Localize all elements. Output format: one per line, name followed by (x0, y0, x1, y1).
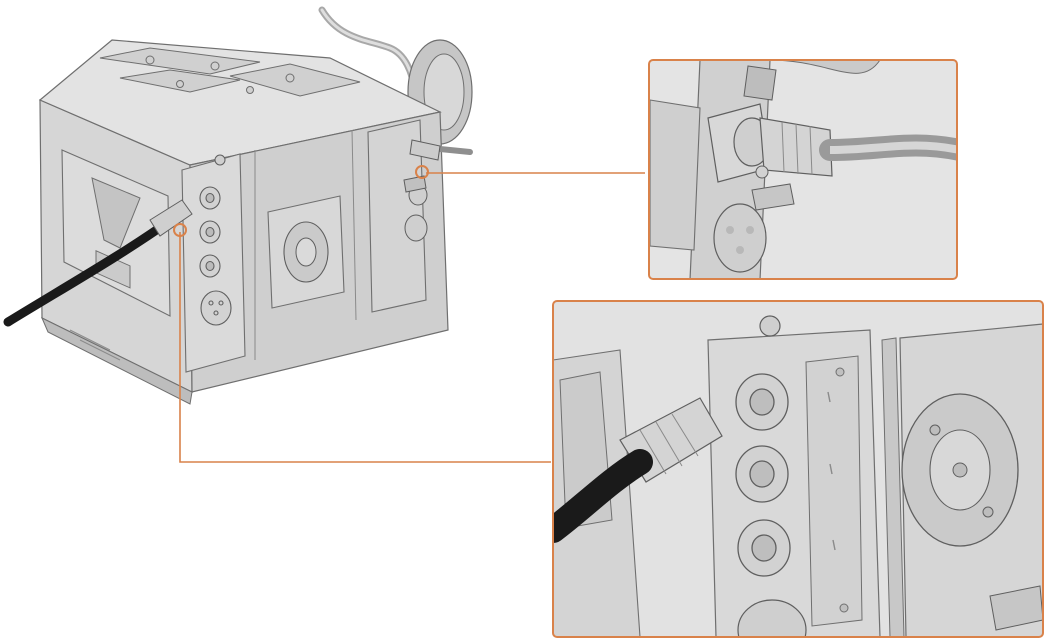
panel-bnc-connectors (199, 186, 232, 326)
camera-body (3, 6, 473, 405)
top-handle-details (99, 47, 361, 97)
callout-marker-bottom (173, 223, 187, 237)
xlr-connector-icon-inset (713, 203, 767, 273)
side-plate (367, 119, 427, 313)
xlr-connector-icon-bottom (737, 599, 807, 637)
side-xlr-icon (404, 214, 428, 242)
base-rail (41, 316, 193, 405)
side-latch (403, 175, 427, 193)
inset-top-frame (648, 59, 958, 280)
headphone-jack-icon (214, 154, 226, 166)
sdi-cable-plug (149, 199, 193, 237)
inset-sdi-detail (552, 300, 1044, 638)
side-power-plug (409, 139, 441, 161)
callout-line-bottom (179, 232, 551, 463)
inset-sdi-cable (553, 449, 653, 543)
headphone-jack-icon-inset (759, 315, 781, 337)
inset-power-detail (648, 59, 958, 280)
inset-bnc-connectors (735, 373, 791, 577)
camera-top-face (38, 39, 442, 166)
callout-marker-top (415, 165, 429, 179)
xlr-connector-icon (200, 290, 232, 326)
inset-top-plug (759, 117, 833, 177)
inset-top-lens (769, 60, 881, 74)
vmount-slot (91, 177, 141, 249)
inset-bottom-frame (552, 300, 1044, 638)
sdi-cable (3, 217, 173, 327)
panel-detail-lines (69, 129, 357, 361)
callout-lines (179, 172, 645, 463)
